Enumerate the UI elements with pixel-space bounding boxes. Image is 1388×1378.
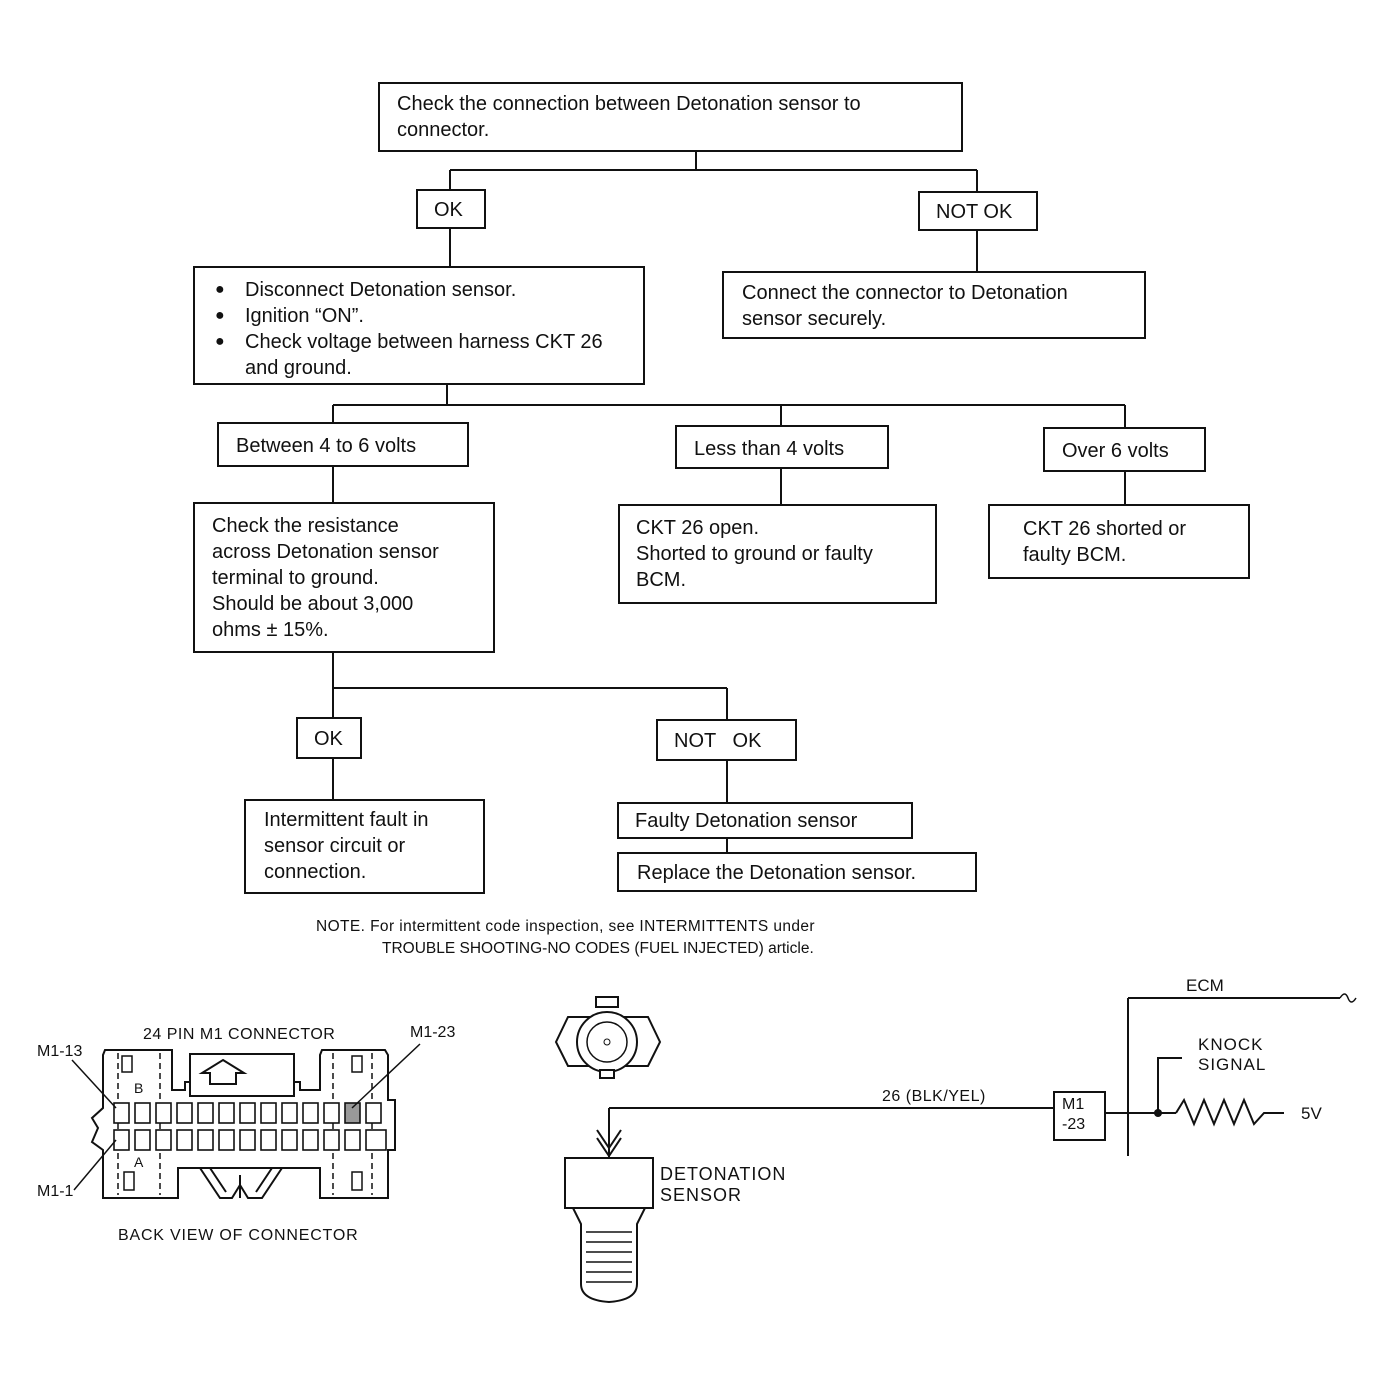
pin-m1-13-label: M1-13 bbox=[37, 1043, 83, 1060]
pin-m1-1-label: M1-1 bbox=[37, 1183, 74, 1200]
not-ok-box-1: NOT OK bbox=[918, 191, 1038, 231]
ckt-open-box: CKT 26 open. Shorted to ground or faulty… bbox=[618, 504, 937, 604]
ckt-open-text: CKT 26 open. Shorted to ground or faulty… bbox=[636, 517, 873, 591]
start-check-connection-text: Check the connection between Detonation … bbox=[397, 93, 861, 141]
less-than-4-volts-label: Less than 4 volts bbox=[694, 438, 845, 460]
not-ok-box-2: NOT OK bbox=[656, 719, 797, 761]
voltage-check-box: Disconnect Detonation sensor. Ignition “… bbox=[193, 266, 645, 385]
ok-label-2: OK bbox=[314, 728, 343, 750]
intermittent-fault-text: Intermittent fault in sensor circuit or … bbox=[264, 809, 429, 883]
resistance-check-box: Check the resistance across Detonation s… bbox=[193, 502, 495, 653]
pin-m1-23-label: M1-23 bbox=[410, 1024, 456, 1041]
row-b-label: B bbox=[134, 1080, 144, 1096]
connect-connector-text: Connect the connector to Detonation sens… bbox=[742, 282, 1068, 330]
between-4-6-volts-label: Between 4 to 6 volts bbox=[236, 435, 417, 457]
ckt-shorted-text: CKT 26 shorted or faulty BCM. bbox=[1023, 518, 1187, 566]
between-4-6-volts-box: Between 4 to 6 volts bbox=[217, 422, 469, 467]
replace-sensor-text: Replace the Detonation sensor. bbox=[637, 862, 917, 884]
row-a-label: A bbox=[134, 1154, 144, 1170]
voltage-5v-label: 5V bbox=[1301, 1104, 1322, 1123]
voltage-check-steps: Disconnect Detonation sensor. Ignition “… bbox=[195, 277, 635, 381]
over-6-volts-label: Over 6 volts bbox=[1062, 440, 1169, 462]
step-ignition-on: Ignition “ON”. bbox=[215, 303, 635, 329]
note-line-1: NOTE. For intermittent code inspection, … bbox=[316, 918, 815, 935]
note-line-2: TROUBLE SHOOTING-NO CODES (FUEL INJECTED… bbox=[382, 940, 814, 957]
ckt-shorted-box: CKT 26 shorted or faulty BCM. bbox=[988, 504, 1250, 579]
intermittent-note: NOTE. For intermittent code inspection, … bbox=[316, 916, 956, 960]
terminal-m1-23-label: M1 -23 bbox=[1062, 1096, 1086, 1133]
faulty-sensor-text: Faulty Detonation sensor bbox=[635, 810, 858, 832]
step-disconnect-sensor: Disconnect Detonation sensor. bbox=[215, 277, 635, 303]
connect-connector-box: Connect the connector to Detonation sens… bbox=[722, 271, 1146, 339]
connector-caption: BACK VIEW OF CONNECTOR bbox=[118, 1227, 359, 1244]
resistance-check-text: Check the resistance across Detonation s… bbox=[212, 515, 439, 641]
intermittent-fault-box: Intermittent fault in sensor circuit or … bbox=[244, 799, 485, 894]
ecm-label: ECM bbox=[1186, 976, 1224, 995]
not-ok-label-1: NOT OK bbox=[936, 201, 1013, 223]
knock-signal-label: KNOCK SIGNAL bbox=[1198, 1035, 1267, 1074]
faulty-sensor-box: Faulty Detonation sensor bbox=[617, 802, 913, 839]
ok-label-1: OK bbox=[434, 199, 463, 221]
ok-box-2: OK bbox=[296, 717, 362, 759]
step-check-voltage: Check voltage between harness CKT 26 and… bbox=[215, 329, 635, 381]
ok-box-1: OK bbox=[416, 189, 486, 229]
replace-sensor-box: Replace the Detonation sensor. bbox=[617, 852, 977, 892]
connector-title: 24 PIN M1 CONNECTOR bbox=[143, 1026, 336, 1043]
over-6-volts-box: Over 6 volts bbox=[1043, 427, 1206, 472]
wire-26-label: 26 (BLK/YEL) bbox=[882, 1088, 986, 1105]
detonation-sensor-label: DETONATION SENSOR bbox=[660, 1164, 787, 1205]
less-than-4-volts-box: Less than 4 volts bbox=[675, 425, 889, 469]
not-ok-label-2: NOT OK bbox=[674, 730, 762, 752]
start-check-connection-box: Check the connection between Detonation … bbox=[378, 82, 963, 152]
